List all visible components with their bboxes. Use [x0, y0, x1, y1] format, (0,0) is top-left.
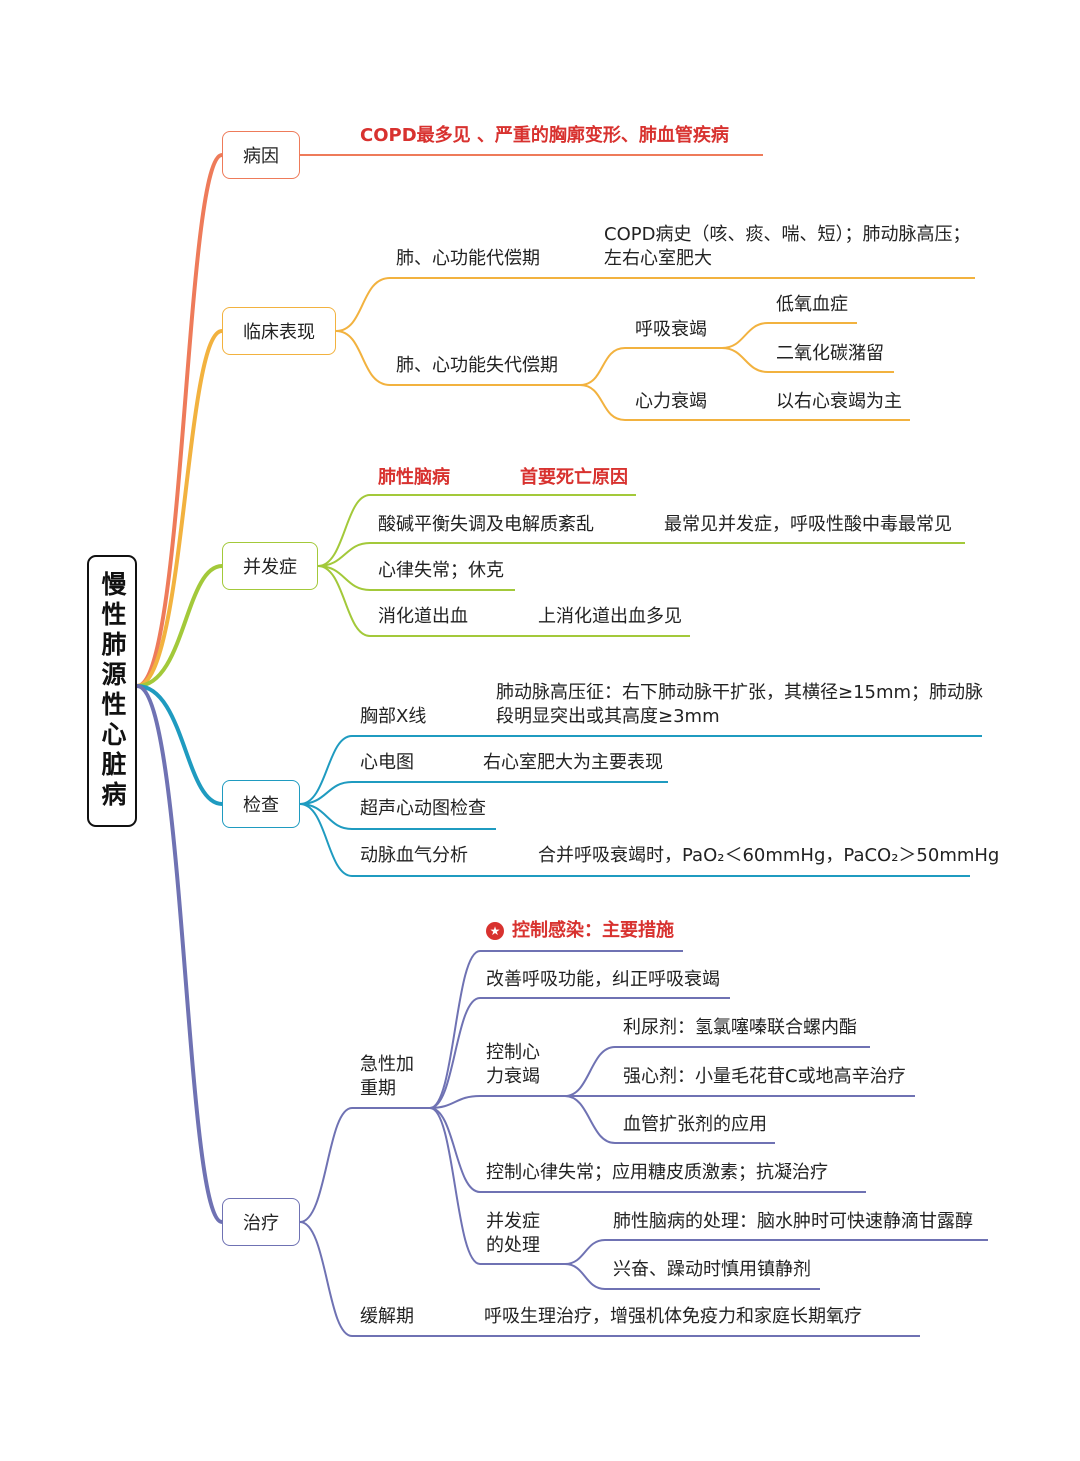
trunk-treatment — [136, 684, 223, 1224]
compensated-detail-line1: COPD病史（咳、痰、喘、短）；肺动脉高压； — [604, 224, 971, 245]
treatment-cardiotonic: 强心剂：小量毛花苷C或地高辛治疗 — [623, 1066, 906, 1087]
treatment-acute-line2: 重期 — [360, 1078, 396, 1099]
root-title-box: 慢性肺源性心脏病 — [87, 555, 137, 827]
branch-exam: 检查 — [222, 780, 300, 828]
exam-echo: 超声心动图检查 — [360, 798, 486, 819]
co2-retention: 二氧化碳潴留 — [776, 343, 884, 364]
exam-ecg-detail: 右心室肥大为主要表现 — [483, 752, 663, 773]
complication-links — [317, 494, 965, 637]
trunk-exam — [136, 684, 223, 806]
trunk-clinical — [136, 329, 223, 688]
compensated-detail-line2: 左右心室肥大 — [604, 248, 712, 269]
complication-bleeding: 消化道出血 — [378, 606, 468, 627]
treatment-vasodilator: 血管扩张剂的应用 — [623, 1114, 767, 1135]
exam-xray-detail-line1: 肺动脉高压征：右下肺动脉干扩张，其横径≥15mm；肺动脉 — [496, 682, 984, 703]
treatment-complication-line2: 的处理 — [486, 1235, 540, 1256]
branch-cause: 病因 — [222, 131, 300, 179]
complication-acid-base: 酸碱平衡失调及电解质紊乱 — [378, 514, 594, 535]
exam-ecg: 心电图 — [360, 752, 414, 773]
treatment-heart-line1: 控制心 — [486, 1042, 540, 1063]
root-title: 慢性肺源性心脏病 — [98, 571, 127, 811]
treatment-respiratory: 改善呼吸功能，纠正呼吸衰竭 — [486, 969, 720, 990]
branch-clinical: 临床表现 — [222, 307, 336, 355]
treatment-sedative: 兴奋、躁动时慎用镇静剂 — [613, 1259, 811, 1280]
star-icon: ★ — [486, 922, 504, 940]
clinical-compensated: 肺、心功能代偿期 — [396, 248, 540, 269]
heart-failure-detail: 以右心衰竭为主 — [776, 391, 902, 412]
treatment-arrhythmia: 控制心律失常；应用糖皮质激素；抗凝治疗 — [486, 1162, 828, 1183]
branch-complication: 并发症 — [222, 542, 318, 590]
complication-arrhythmia: 心律失常；休克 — [378, 560, 504, 581]
complication-bleeding-detail: 上消化道出血多见 — [538, 606, 682, 627]
complication-encephalopathy-detail: 首要死亡原因 — [520, 467, 628, 488]
treatment-diuretic: 利尿剂：氢氯噻嗪联合螺内酯 — [623, 1017, 857, 1038]
heart-failure: 心力衰竭 — [635, 391, 707, 412]
treatment-encephalopathy: 肺性脑病的处理：脑水肿时可快速静滴甘露醇 — [613, 1211, 973, 1232]
exam-xray-detail-line2: 段明显突出或其高度≥3mm — [496, 706, 720, 727]
complication-encephalopathy: 肺性脑病 — [378, 467, 450, 488]
trunk-complication — [136, 564, 223, 688]
trunk-cause — [136, 153, 223, 688]
exam-links — [299, 735, 982, 877]
cause-detail: COPD最多见 、严重的胸廓变形、肺血管疾病 — [360, 125, 729, 146]
exam-xray: 胸部X线 — [360, 706, 427, 727]
complication-acid-base-detail: 最常见并发症，呼吸性酸中毒最常见 — [664, 514, 952, 535]
treatment-remission: 缓解期 — [360, 1306, 414, 1327]
exam-blood-gas-detail: 合并呼吸衰竭时，PaO₂＜60mmHg，PaCO₂＞50mmHg — [538, 845, 1000, 866]
respiratory-failure: 呼吸衰竭 — [635, 319, 707, 340]
treatment-key-measure-text: 控制感染：主要措施 — [512, 920, 674, 941]
branch-treatment: 治疗 — [222, 1198, 300, 1246]
clinical-decompensated: 肺、心功能失代偿期 — [396, 355, 558, 376]
treatment-acute-line1: 急性加 — [360, 1054, 414, 1075]
exam-blood-gas: 动脉血气分析 — [360, 845, 468, 866]
treatment-complication-line1: 并发症 — [486, 1211, 540, 1232]
hypoxemia: 低氧血症 — [776, 294, 848, 315]
treatment-links — [299, 950, 988, 1337]
treatment-remission-detail: 呼吸生理治疗，增强机体免疫力和家庭长期氧疗 — [484, 1306, 862, 1327]
trunk-lines — [136, 153, 223, 1224]
treatment-heart-line2: 力衰竭 — [486, 1066, 540, 1087]
clinical-links — [335, 277, 975, 421]
treatment-key-measure: ★ 控制感染：主要措施 — [486, 919, 674, 943]
